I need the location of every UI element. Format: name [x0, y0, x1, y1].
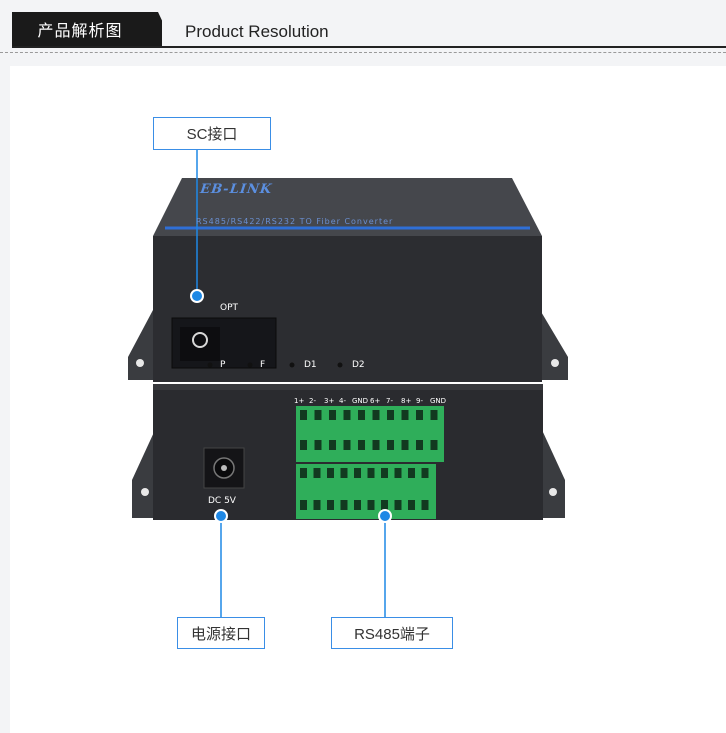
led-d2	[337, 362, 343, 368]
sc-callout-dot	[190, 289, 204, 303]
terminal-slot	[300, 500, 307, 510]
terminal-slot	[430, 440, 438, 450]
terminal-slot	[372, 410, 380, 420]
bottom-left-ear-hole	[141, 488, 149, 496]
terminal-slot	[408, 500, 415, 510]
led-f	[247, 362, 253, 368]
sc-interface-callout: SC接口	[153, 117, 271, 150]
opt-label: OPT	[220, 303, 239, 313]
terminal-slot	[314, 410, 322, 420]
top-left-ear-hole	[136, 359, 144, 367]
terminal-slot	[416, 410, 423, 420]
terminal-label-6: 6+	[370, 397, 381, 405]
terminal-slot	[358, 440, 365, 450]
power-label: DC 5V	[208, 496, 236, 506]
led-p	[207, 362, 213, 368]
terminal-slot	[354, 500, 361, 510]
rs485-callout-dot	[378, 509, 392, 523]
terminal-slot	[430, 410, 438, 420]
header-tab-label: 产品解析图	[37, 23, 123, 40]
led-label-d2: D2	[352, 360, 365, 370]
top-unit-lid	[153, 178, 542, 236]
terminal-slot	[401, 410, 409, 420]
terminal-slot	[387, 410, 394, 420]
terminal-label-10: GND	[430, 397, 447, 405]
terminal-slot	[300, 468, 307, 478]
model-text: RS485/RS422/RS232 TO Fiber Converter	[196, 217, 394, 226]
terminal-slot	[401, 440, 409, 450]
terminal-slot	[381, 500, 388, 510]
terminal-label-8: 8+	[401, 397, 412, 405]
terminal-slot	[314, 440, 322, 450]
power-callout-dot	[214, 509, 228, 523]
terminal-slot	[340, 468, 348, 478]
header-tab: 产品解析图	[12, 12, 162, 46]
top-right-ear-hole	[551, 359, 559, 367]
bottom-right-ear-hole	[549, 488, 557, 496]
terminal-slot	[367, 468, 375, 478]
terminal-slot	[421, 468, 429, 478]
terminal-label-3: 3+	[324, 397, 335, 405]
terminal-screws	[300, 410, 438, 510]
header-dashed-divider	[0, 52, 726, 53]
terminal-slot	[372, 440, 380, 450]
top-right-ear	[540, 310, 568, 380]
rs485-terminal-callout: RS485端子	[331, 617, 453, 649]
terminal-slot	[340, 500, 348, 510]
terminal-label-9: 9-	[416, 397, 423, 405]
terminal-label-2: 2-	[309, 397, 316, 405]
terminal-label-5: GND	[352, 397, 369, 405]
bottom-left-ear	[132, 430, 155, 518]
led-label-f: F	[260, 360, 266, 370]
led-label-p: P	[220, 360, 226, 370]
terminal-slot	[381, 468, 388, 478]
terminal-slot	[300, 410, 307, 420]
terminal-slot	[408, 468, 415, 478]
terminal-slot	[358, 410, 365, 420]
terminal-slot	[343, 410, 351, 420]
terminal-slot	[327, 500, 334, 510]
header-underline	[12, 46, 726, 48]
terminal-label-7: 7-	[386, 397, 393, 405]
bottom-right-ear	[542, 430, 565, 518]
terminal-slot	[416, 440, 423, 450]
terminal-slot	[313, 500, 321, 510]
led-d1	[289, 362, 295, 368]
terminal-slot	[313, 468, 321, 478]
terminal-slot	[387, 440, 394, 450]
sc-port-ferrule	[192, 332, 208, 348]
header-title: Product Resolution	[185, 22, 329, 41]
terminal-slot	[327, 468, 334, 478]
terminal-label-1: 1+	[294, 397, 305, 405]
power-interface-callout: 电源接口	[177, 617, 265, 649]
terminal-slot	[354, 468, 361, 478]
terminal-label-4: 4-	[339, 397, 346, 405]
led-label-d1: D1	[304, 360, 317, 370]
terminal-slot	[300, 440, 307, 450]
terminal-slot	[329, 440, 336, 450]
top-left-ear	[128, 310, 153, 380]
brand-logo: EB-LINK	[197, 182, 275, 197]
terminal-slot	[421, 500, 429, 510]
terminal-slot	[394, 500, 402, 510]
terminal-slot	[394, 468, 402, 478]
terminal-slot	[329, 410, 336, 420]
terminal-slot	[367, 500, 375, 510]
terminal-slot	[343, 440, 351, 450]
